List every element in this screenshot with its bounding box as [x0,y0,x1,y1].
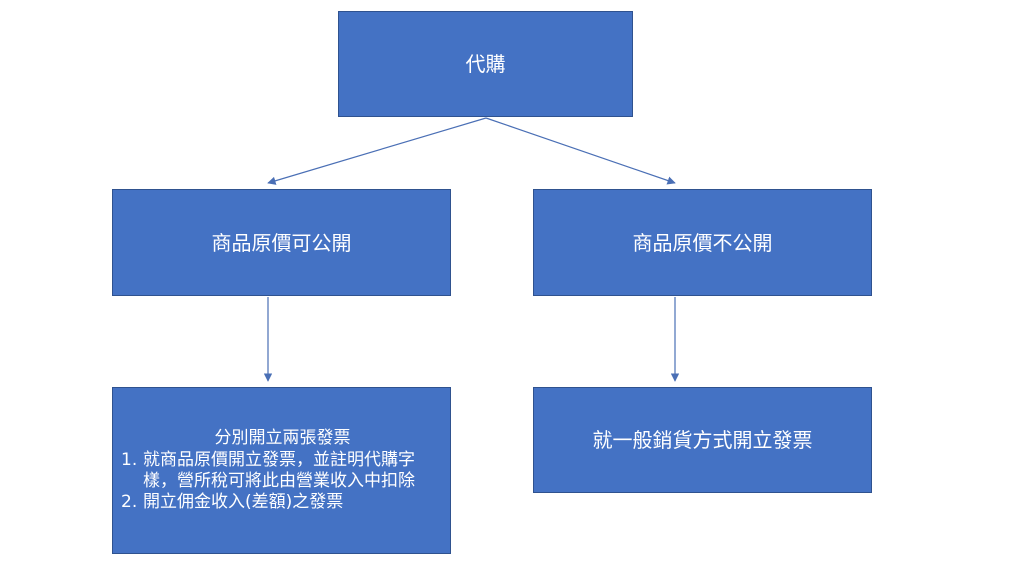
node-heading: 分別開立兩張發票 [214,428,351,448]
node-label: 商品原價不公開 [632,230,773,255]
node-two-invoices: 分別開立兩張發票 1. 就商品原價開立發票，並註明代購字樣，營所稅可將此由營業收… [112,387,451,554]
node-proxy-purchase: 代購 [338,11,633,117]
node-label: 代購 [465,52,506,76]
list-item-text: 開立佣金收入(差額)之發票 [143,492,344,512]
list-item-number: 1. [121,450,138,470]
node-label: 商品原價可公開 [211,230,352,255]
node-detail: 分別開立兩張發票 1. 就商品原價開立發票，並註明代購字樣，營所稅可將此由營業收… [113,428,450,513]
invoice-steps-list: 1. 就商品原價開立發票，並註明代購字樣，營所稅可將此由營業收入中扣除 2. 開… [121,450,444,513]
node-price-not-disclosable: 商品原價不公開 [533,189,872,296]
arrow-root-to-left [267,117,487,185]
list-item: 1. 就商品原價開立發票，並註明代購字樣，營所稅可將此由營業收入中扣除 [121,450,444,492]
arrow-root-to-right [485,117,676,185]
list-item-number: 2. [121,492,138,512]
list-item-text: 就商品原價開立發票，並註明代購字樣，營所稅可將此由營業收入中扣除 [143,450,415,491]
node-label: 就一般銷貨方式開立發票 [592,428,813,452]
node-price-disclosable: 商品原價可公開 [112,189,451,296]
node-general-sales-invoice: 就一般銷貨方式開立發票 [533,387,872,493]
list-item: 2. 開立佣金收入(差額)之發票 [121,492,444,513]
